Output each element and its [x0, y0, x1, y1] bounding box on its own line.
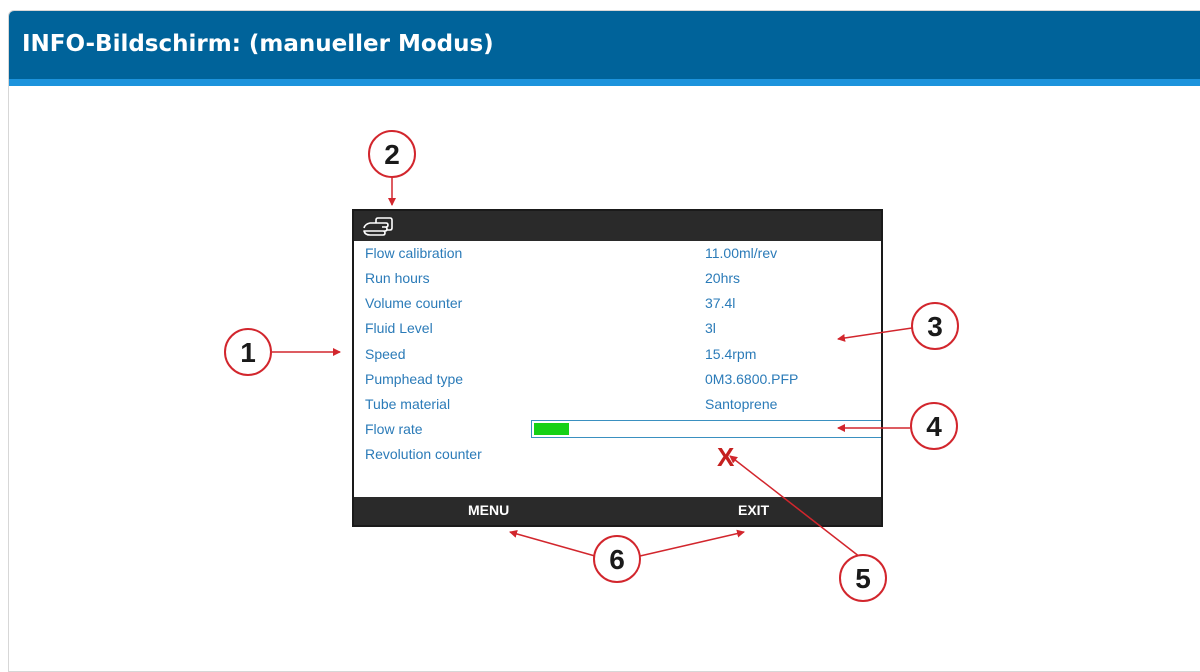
info-label: Run hours: [365, 270, 430, 286]
exit-softkey[interactable]: EXIT: [738, 502, 770, 518]
callout-6: 6: [593, 535, 641, 583]
info-value: 15.4rpm: [705, 346, 757, 362]
info-label: Flow calibration: [365, 245, 463, 261]
info-row: Speed 15.4rpm: [365, 344, 875, 366]
callout-3: 3: [911, 302, 959, 350]
info-label: Volume counter: [365, 295, 463, 311]
flow-rate-bar: [531, 420, 881, 438]
flow-rate-label: Flow rate: [365, 421, 423, 437]
info-row: Fluid Level 3l: [365, 318, 875, 340]
revolution-counter-label: Revolution counter: [365, 446, 482, 462]
flow-rate-row: Flow rate: [365, 419, 881, 441]
info-value: 37.4l: [705, 295, 736, 311]
revolution-counter-row: Revolution counter X: [365, 442, 875, 472]
info-value: 0M3.6800.PFP: [705, 371, 799, 387]
info-label: Fluid Level: [365, 320, 433, 336]
display-bottom-bar: MENU EXIT: [354, 497, 881, 525]
callout-2: 2: [368, 130, 416, 178]
page-title: INFO-Bildschirm: (manueller Modus): [22, 31, 494, 57]
menu-softkey[interactable]: MENU: [468, 502, 510, 518]
device-display: Flow calibration 11.00ml/rev Run hours 2…: [352, 209, 883, 527]
x-icon: X: [717, 442, 735, 472]
callout-1: 1: [224, 328, 272, 376]
info-value: 20hrs: [705, 270, 741, 286]
callout-number: 4: [926, 411, 942, 442]
callout-number: 1: [240, 337, 256, 368]
callout-number: 6: [609, 544, 625, 575]
info-value: Santoprene: [705, 396, 778, 412]
info-row: Volume counter 37.4l: [365, 293, 875, 315]
info-label: Speed: [365, 346, 406, 362]
flow-rate-bar-fill: [534, 423, 570, 435]
info-label: Tube material: [365, 396, 451, 412]
info-label: Pumphead type: [365, 371, 464, 387]
display-top-bar: [354, 211, 881, 241]
callout-number: 2: [384, 139, 400, 170]
info-value: 11.00ml/rev: [705, 245, 778, 261]
callout-5: 5: [839, 554, 887, 602]
callout-number: 3: [927, 311, 943, 342]
info-value: 3l: [705, 320, 716, 336]
info-row: Run hours 20hrs: [365, 268, 875, 290]
card-header: INFO-Bildschirm: (manueller Modus): [9, 11, 1200, 86]
info-row: Tube material Santoprene: [365, 394, 875, 416]
info-row: Pumphead type 0M3.6800.PFP: [365, 369, 875, 391]
callout-4: 4: [910, 402, 958, 450]
info-row: Flow calibration 11.00ml/rev: [365, 243, 875, 265]
callout-number: 5: [855, 563, 871, 594]
manual-hand-icon: [363, 217, 393, 236]
